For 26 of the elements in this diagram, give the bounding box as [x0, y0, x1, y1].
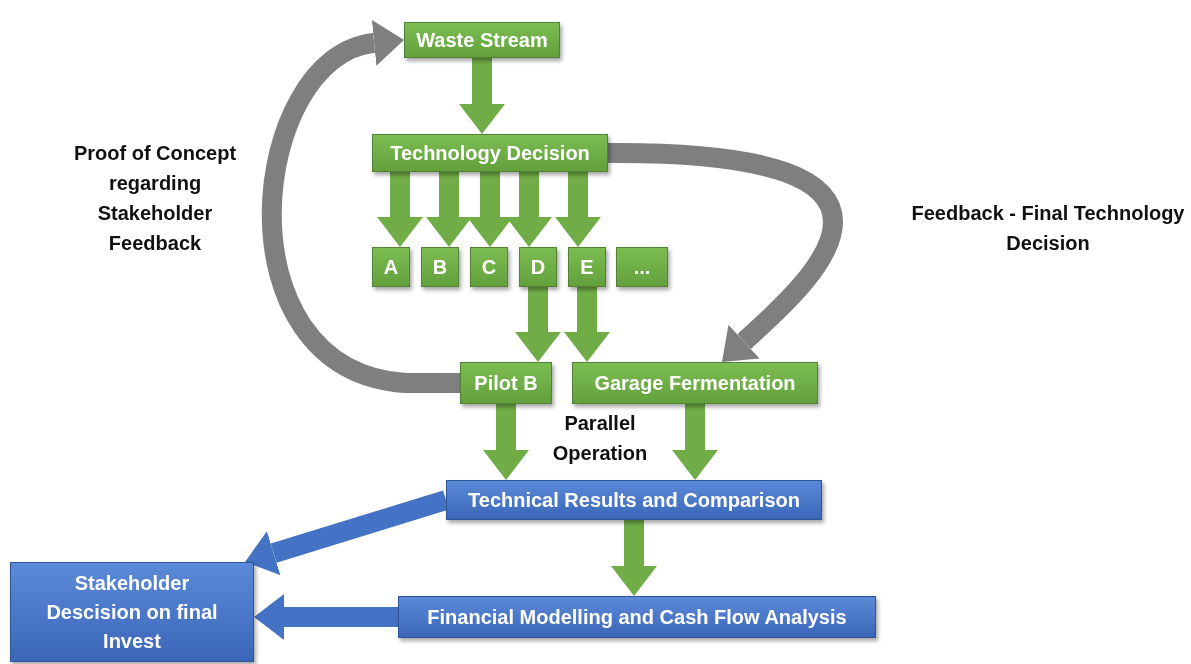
- process-box: Financial Modelling and Cash Flow Analysis: [398, 596, 876, 638]
- process-box: Garage Fermentation: [572, 362, 818, 404]
- process-box: Waste Stream: [404, 22, 560, 58]
- process-box: Pilot B: [460, 362, 552, 404]
- process-box: E: [568, 247, 606, 287]
- block-arrow: [460, 58, 504, 134]
- process-box: C: [470, 247, 508, 287]
- block-arrow: [484, 404, 528, 480]
- process-box: D: [519, 247, 557, 287]
- block-arrow: [556, 172, 600, 247]
- block-arrow: [254, 595, 398, 639]
- block-arrow: [378, 172, 422, 247]
- curved-arrow: [607, 143, 843, 362]
- process-box: Stakeholder Descision on final Invest: [10, 562, 254, 662]
- block-arrow: [468, 172, 512, 247]
- process-box: Technical Results and Comparison: [446, 480, 822, 520]
- note-text: Parallel Operation: [551, 411, 649, 466]
- process-box: A: [372, 247, 410, 287]
- process-box: B: [421, 247, 459, 287]
- process-box: ...: [616, 247, 668, 287]
- block-arrow: [673, 404, 717, 480]
- block-arrow: [427, 172, 471, 247]
- block-arrow: [565, 287, 609, 362]
- curved-arrow: [261, 22, 460, 393]
- process-box: Technology Decision: [372, 134, 608, 172]
- block-arrow: [612, 520, 656, 596]
